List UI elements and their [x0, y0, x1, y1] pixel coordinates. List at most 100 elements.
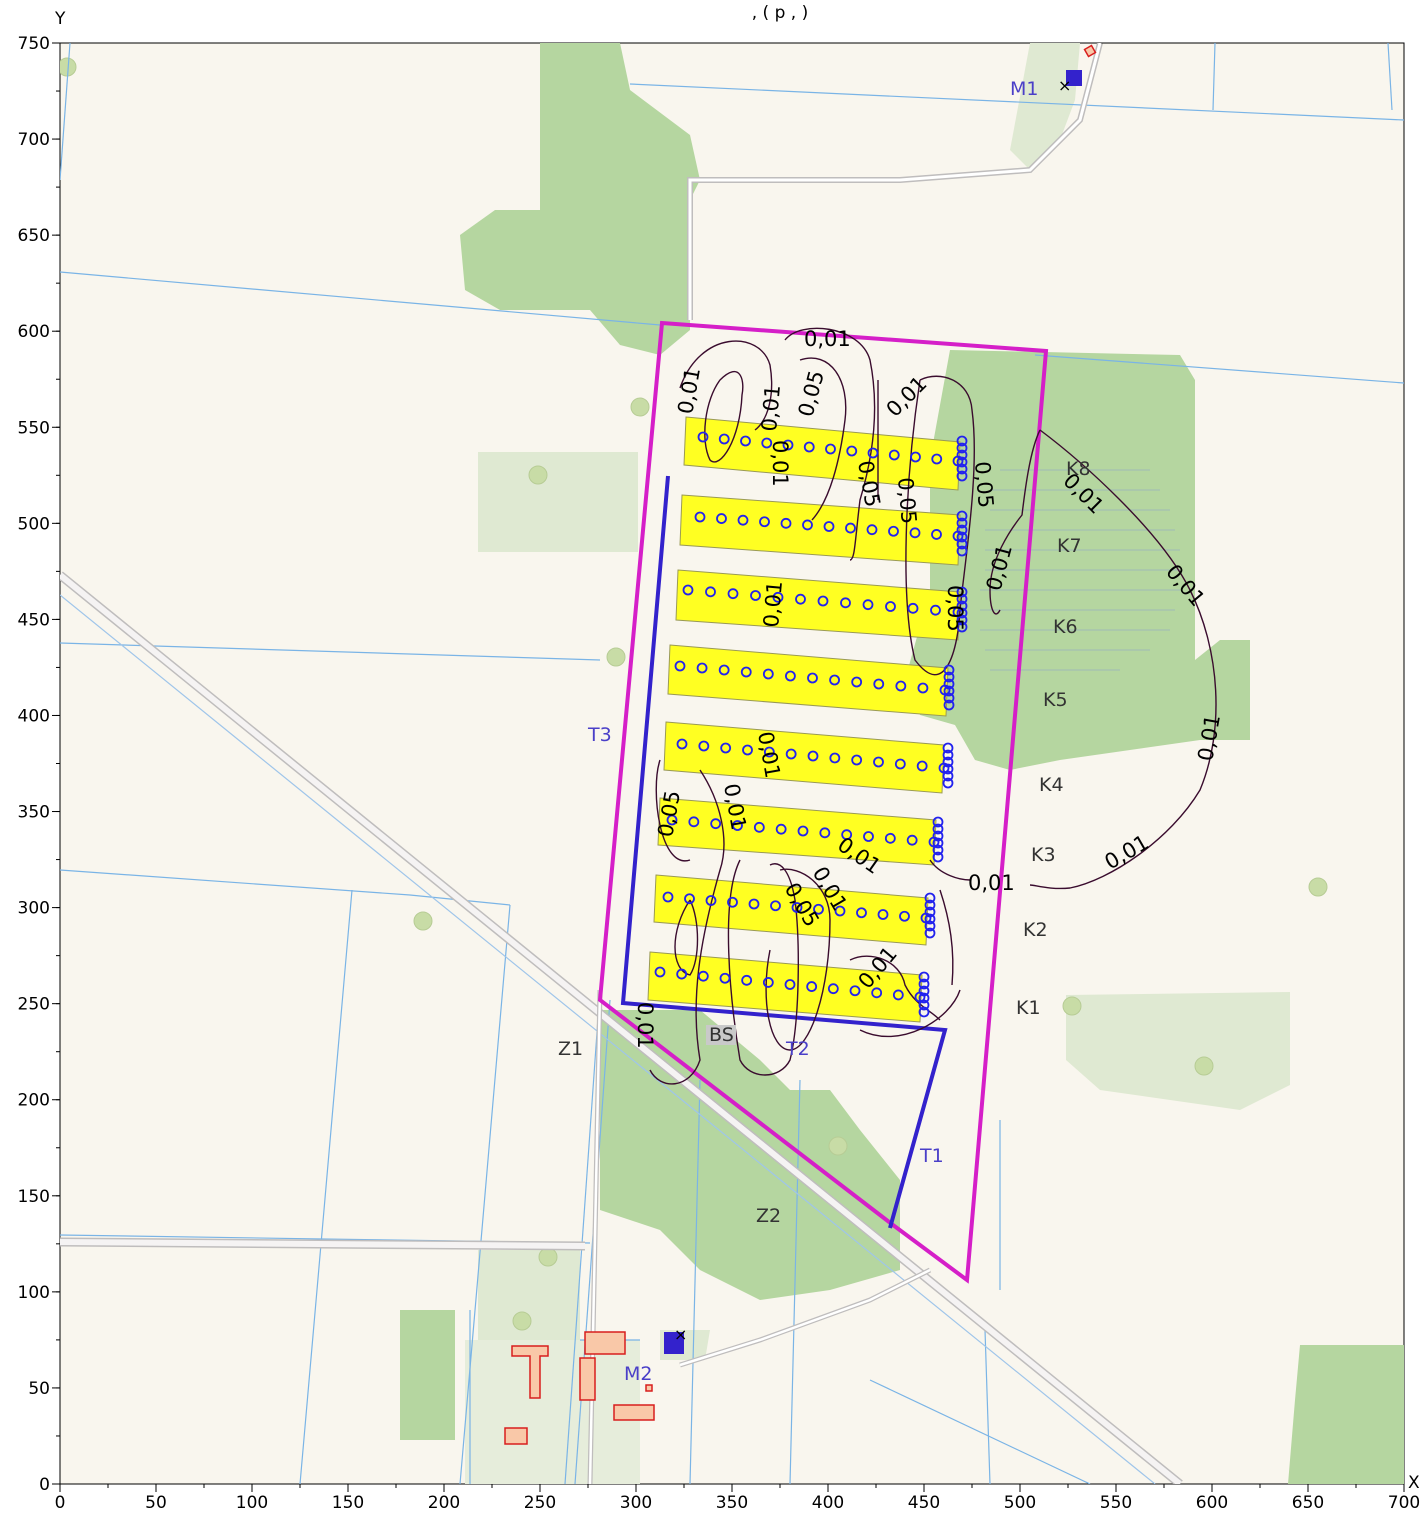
- linear-sources: [620, 475, 948, 1229]
- receptor-point: [924, 892, 936, 904]
- receptor-point: [654, 966, 666, 978]
- y-tick-label: 650: [18, 226, 50, 246]
- receptor-point: [740, 435, 751, 447]
- contour-label: 0,05: [893, 476, 921, 525]
- receptor-point: [856, 907, 867, 919]
- receptor-point: [759, 516, 770, 528]
- receptor-point: [827, 983, 839, 995]
- x-tick-label: 350: [716, 1493, 748, 1513]
- receptor-point: [888, 525, 899, 537]
- forest-north: [460, 43, 700, 355]
- receptor-point: [956, 470, 968, 482]
- receptor-point: [813, 903, 824, 915]
- receptor-point: [694, 511, 706, 523]
- road-north: [687, 43, 1103, 320]
- y-tick-label: 750: [18, 34, 50, 54]
- receptor-point: [772, 591, 784, 603]
- receptor-point: [682, 584, 694, 596]
- forest-southwest: [400, 1310, 455, 1440]
- receptor-point: [676, 968, 688, 980]
- receptor-point: [884, 832, 896, 844]
- receptor-point: [834, 905, 846, 917]
- receptor-point: [932, 844, 944, 856]
- receptor-points: [654, 431, 968, 1018]
- receptor-point: [851, 676, 863, 688]
- receptor-point: [710, 818, 722, 830]
- receptor-point: [956, 586, 968, 598]
- x-axis-title: X: [1408, 1473, 1420, 1493]
- forest-southeast: [1288, 1345, 1404, 1484]
- receptor-point: [930, 604, 941, 616]
- receptor-point: [917, 682, 929, 694]
- m1-cross: ×: [1058, 76, 1071, 95]
- receptor-point: [829, 674, 840, 686]
- receptor-point: [932, 823, 944, 835]
- y-tick-label: 100: [18, 1283, 50, 1303]
- receptor-point: [956, 524, 968, 536]
- receptor-point: [918, 985, 930, 997]
- receptor-point: [761, 437, 773, 449]
- receptor-point: [720, 742, 732, 754]
- receptor-point: [795, 593, 806, 605]
- receptor-point: [918, 992, 930, 1004]
- receptor-point: [802, 519, 813, 531]
- receptor-point: [825, 443, 836, 455]
- x-tick-label: 100: [236, 1493, 268, 1513]
- receptor-point: [942, 770, 954, 782]
- receptor-point: [943, 685, 955, 697]
- parcel-lines: [60, 43, 1404, 1484]
- receptor-point: [806, 981, 818, 992]
- contour-label: 0,01: [768, 440, 792, 487]
- receptor-point: [892, 989, 904, 1001]
- x-tick-label: 250: [524, 1493, 556, 1513]
- y-tick-label: 450: [18, 610, 50, 630]
- receptor-point: [906, 834, 918, 846]
- meadow-east: [1066, 992, 1290, 1110]
- contour-labels: 0,01 0,01 0,01 0,01 0,05 0,01 0,01 0,05 …: [633, 327, 1225, 1049]
- x-tick-label: 400: [812, 1493, 844, 1513]
- receptor-point: [718, 433, 730, 445]
- receptor-point: [753, 821, 765, 833]
- x-tick-label: 500: [1004, 1493, 1036, 1513]
- receptor-point: [942, 749, 954, 761]
- meadow-west: [478, 452, 638, 552]
- receptor-point: [956, 593, 968, 605]
- receptor-point: [956, 538, 968, 550]
- meadow-north: [1010, 43, 1080, 170]
- receptor-point: [899, 910, 910, 922]
- receptor-point: [705, 895, 717, 906]
- receptor-point: [849, 985, 861, 997]
- section-k3: K3: [1031, 844, 1056, 866]
- receptor-point: [867, 447, 879, 459]
- contour-label: 0,01: [633, 1002, 657, 1049]
- bs-box: [706, 1025, 736, 1045]
- receptor-point: [924, 913, 936, 925]
- receptor-point: [942, 742, 954, 754]
- y-tick-label: 350: [18, 803, 50, 823]
- receptor-point: [956, 545, 968, 557]
- receptor-point: [924, 920, 936, 932]
- receptor-point: [956, 463, 968, 475]
- receptor-point: [737, 514, 749, 526]
- receptor-point: [732, 820, 743, 831]
- receptor-point: [918, 1006, 930, 1018]
- t2-label: T2: [785, 1038, 810, 1060]
- receptor-point: [829, 752, 841, 764]
- receptor-point: [762, 977, 774, 988]
- y-axis-title: Y: [54, 9, 66, 29]
- receptor-point: [797, 825, 809, 837]
- y-tick-label: 150: [18, 1187, 50, 1207]
- x-tick-label: 150: [332, 1493, 364, 1513]
- receptor-point: [931, 529, 942, 540]
- receptor-point: [782, 439, 794, 451]
- y-tick-label: 250: [18, 995, 50, 1015]
- receptor-point: [910, 451, 921, 463]
- receptor-point: [785, 748, 797, 760]
- contour-label: 0,05: [970, 460, 998, 509]
- receptor-point: [932, 816, 944, 828]
- x-tick-label: 700: [1388, 1493, 1420, 1513]
- receptor-point: [956, 510, 968, 522]
- receptor-point: [780, 517, 792, 529]
- receptor-point: [674, 660, 686, 672]
- road-west: [60, 1237, 586, 1251]
